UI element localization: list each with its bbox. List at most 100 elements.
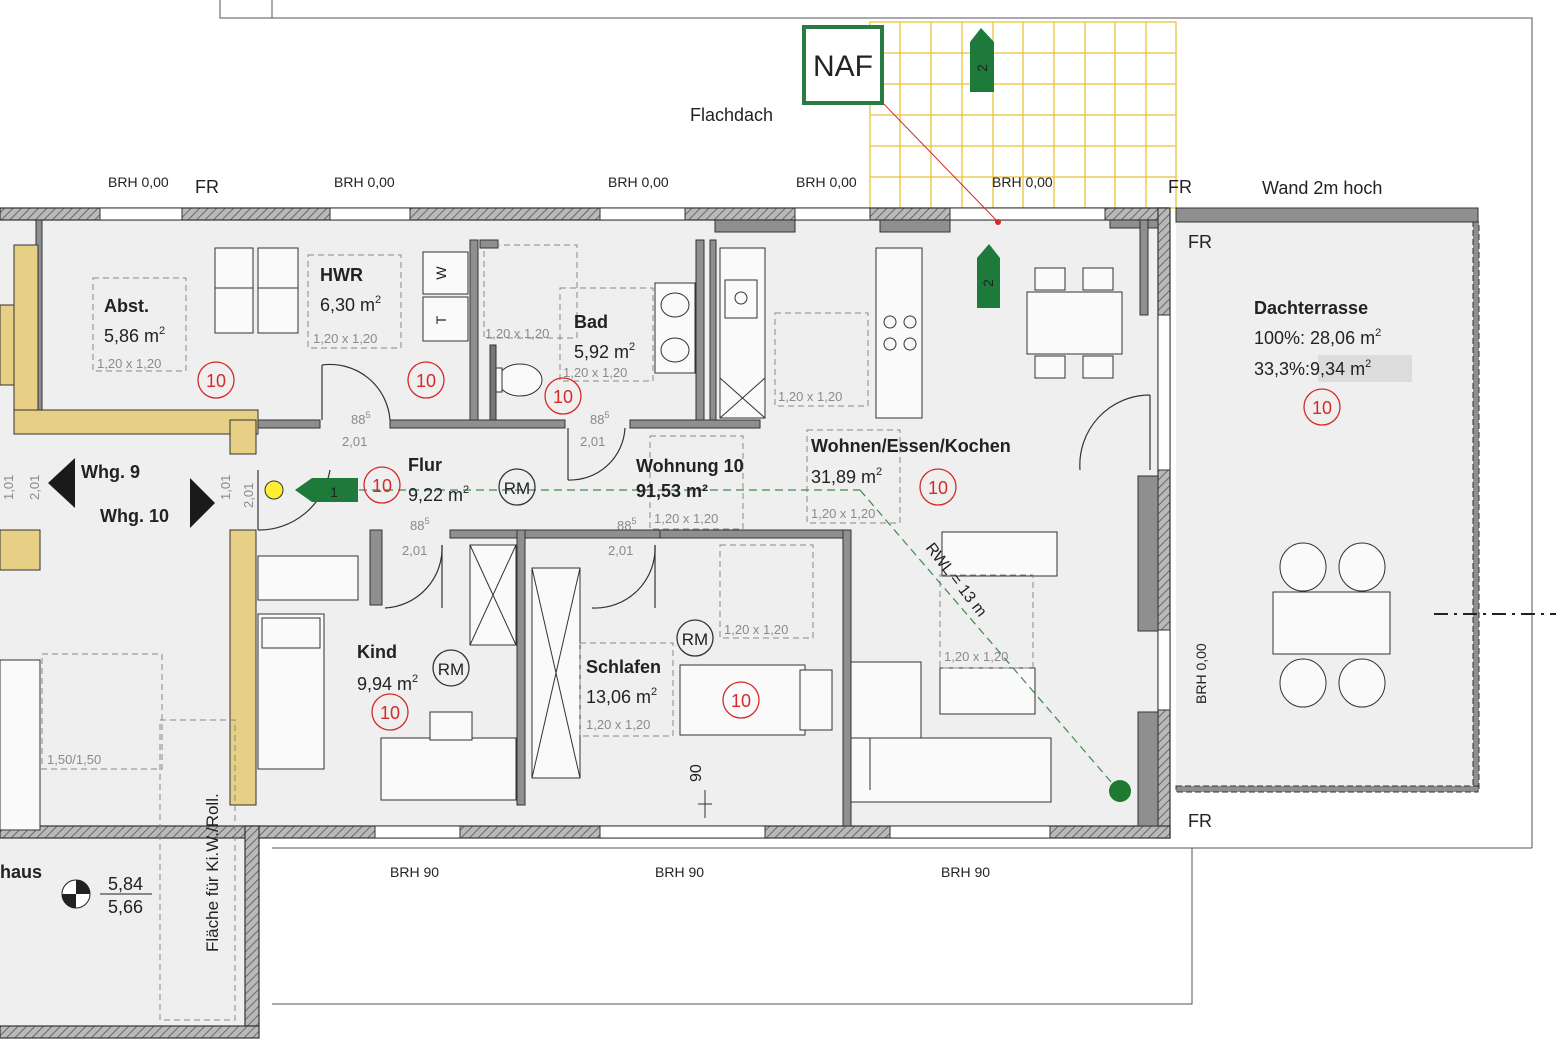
clearance-size: 1,20 x 1,20 <box>724 622 788 637</box>
stroller-area-label: Fläche für Ki.W./Roll. <box>203 793 222 952</box>
room-area-wohnen: 31,89 m2 <box>811 466 882 487</box>
rwl-line <box>320 489 1131 802</box>
class-number: 10 <box>731 691 751 711</box>
room-name-schlafen: Schlafen <box>586 657 661 677</box>
room-name-bad: Bad <box>574 312 608 332</box>
clearance-size: 1,20 x 1,20 <box>944 649 1008 664</box>
class-number: 10 <box>372 476 392 496</box>
terrace-area-full: 100%: 28,06 m2 <box>1254 327 1381 348</box>
dryer-label: T <box>433 315 449 324</box>
escape-arrows <box>295 28 1000 502</box>
brh-label: BRH 90 <box>941 864 990 880</box>
clearance-size: 1,50/1,50 <box>47 752 101 767</box>
class-number: 10 <box>206 371 226 391</box>
brh-label: BRH 90 <box>390 864 439 880</box>
terrace-outline <box>1175 207 1480 793</box>
clearance-size: 1,20 x 1,20 <box>563 365 627 380</box>
room-area-flur: 9,22 m2 <box>408 484 469 505</box>
clearance-squares <box>41 244 1034 1021</box>
brh-label: BRH 0,00 <box>608 174 669 190</box>
room-area-schlafen: 13,06 m2 <box>586 686 657 707</box>
clearance-size: 1,20 x 1,20 <box>97 356 161 371</box>
room-name-treppenhaus: haus <box>0 862 42 882</box>
room-name-hwr: HWR <box>320 265 363 285</box>
naf-label: NAF <box>813 50 873 83</box>
smoke-detector-label: RM <box>504 479 530 498</box>
class-number: 10 <box>553 387 573 407</box>
site-outline <box>219 0 1533 1005</box>
fr-label: FR <box>1168 177 1192 197</box>
clearance-size: 1,20 x 1,20 <box>811 506 875 521</box>
brh-label: BRH 0,00 <box>108 174 169 190</box>
room-area-bad: 5,92 m2 <box>574 341 635 362</box>
class-circles <box>197 361 1341 731</box>
room-name-kind: Kind <box>357 642 397 662</box>
door-height: 2,01 <box>402 543 427 558</box>
arrow-number: 2 <box>974 64 990 72</box>
door-height: 2,01 <box>342 434 367 449</box>
door-dim: 1,01 <box>218 475 233 500</box>
room-name-wohnen: Wohnen/Essen/Kochen <box>811 436 1011 456</box>
class-number: 10 <box>380 703 400 723</box>
door-width: 885 <box>351 410 370 427</box>
fr-label: FR <box>195 177 219 197</box>
class-number: 10 <box>928 478 948 498</box>
room-area-abst: 5,86 m2 <box>104 325 165 346</box>
clearance-size: 1,20 x 1,20 <box>485 326 549 341</box>
room-area-kind: 9,94 m2 <box>357 673 418 694</box>
dimension-mark <box>698 790 712 818</box>
brh-label: BRH 0,00 <box>334 174 395 190</box>
naf-vent <box>802 25 1001 225</box>
door-swings <box>257 363 1151 609</box>
apartment-10-label: Whg. 10 <box>100 506 169 526</box>
clearance-size: 1,20 x 1,20 <box>778 389 842 404</box>
washer-label: W <box>433 266 449 280</box>
door-width: 885 <box>590 410 609 427</box>
apartment-arrows <box>48 458 215 528</box>
level-marker-icon <box>61 879 152 909</box>
brh-label: BRH 0,00 <box>1193 643 1209 704</box>
door-dim: 2,01 <box>27 475 42 500</box>
door-height: 2,01 <box>608 543 633 558</box>
flachdach-label: Flachdach <box>690 105 773 125</box>
level-upper: 5,84 <box>108 874 143 894</box>
brh-label: BRH 90 <box>655 864 704 880</box>
arrow-number: 1 <box>330 484 338 500</box>
terrace-area-reduced: 33,3%:9,34 m2 <box>1254 358 1371 379</box>
stairwell-walls <box>0 244 259 806</box>
wand-label: Wand 2m hoch <box>1262 178 1382 198</box>
fr-label: FR <box>1188 232 1212 252</box>
level-lower: 5,66 <box>108 897 143 917</box>
interior-walls <box>35 219 1159 827</box>
smoke-detector-label: RM <box>682 630 708 649</box>
door-dim: 2,01 <box>241 483 256 508</box>
room-area-hwr: 6,30 m2 <box>320 294 381 315</box>
terrace-area-highlight <box>1318 355 1412 382</box>
apartment-name: Wohnung 10 <box>636 456 744 476</box>
class-number: 10 <box>416 371 436 391</box>
arrow-number: 2 <box>980 279 996 287</box>
dimension-90: 90 <box>688 764 705 782</box>
room-name-abst: Abst. <box>104 296 149 316</box>
apartment-area: 91,53 m² <box>636 481 708 501</box>
door-height: 2,01 <box>580 434 605 449</box>
fr-label: FR <box>1188 811 1212 831</box>
smoke-detector-label: RM <box>438 660 464 679</box>
floor-fill <box>0 220 1476 1038</box>
class-number: 10 <box>1312 398 1332 418</box>
furniture <box>0 247 1391 831</box>
smoke-detector-icon <box>264 480 284 500</box>
brh-label: BRH 0,00 <box>796 174 857 190</box>
door-dim: 1,01 <box>1 475 16 500</box>
clearance-size: 1,20 x 1,20 <box>313 331 377 346</box>
door-width: 885 <box>410 516 429 533</box>
door-width: 885 <box>617 516 636 533</box>
windows <box>99 207 1171 839</box>
clearance-size: 1,20 x 1,20 <box>654 511 718 526</box>
apartment-9-label: Whg. 9 <box>81 462 140 482</box>
brh-label: BRH 0,00 <box>992 174 1053 190</box>
room-name-dachterrasse: Dachterrasse <box>1254 298 1368 318</box>
room-name-flur: Flur <box>408 455 442 475</box>
clearance-size: 1,20 x 1,20 <box>586 717 650 732</box>
